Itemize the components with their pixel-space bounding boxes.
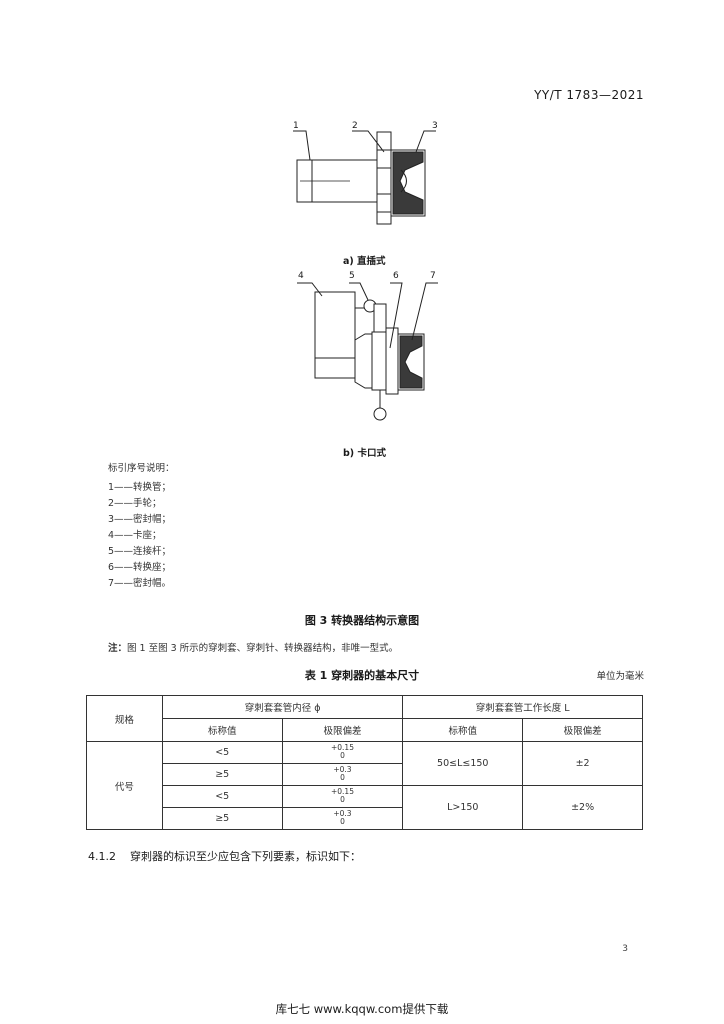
figure-note: 注：图 1 至图 3 所示的穿刺套、穿刺针、转换器结构，非唯一型式。 [108,640,398,654]
legend-item: 4——卡座； [108,530,162,541]
callout-3: 3 [432,121,438,131]
row-label: 代号 [86,741,163,830]
header-diameter-group: 穿刺套套管内径 ϕ [161,695,404,719]
figure-title: 图 3 转换器结构示意图 [304,614,420,627]
header-spec: 规格 [86,695,163,742]
dimensions-table: 规格 穿刺套套管内径 ϕ 穿刺套套管工作长度 L 标称值 极限偏差 标称值 极限… [86,695,643,830]
cell-length-nominal: L>150 [402,785,524,830]
standard-number: YY/T 1783—2021 [534,88,644,102]
legend-item: 6——转换座； [108,562,172,573]
cell-nominal: ≥5 [161,763,283,786]
page-number: 3 [622,944,628,954]
header-length-group: 穿刺套套管工作长度 L [402,695,643,719]
cell-length-tolerance: ±2 [522,741,643,786]
callout-6: 6 [393,271,399,281]
callout-2: 2 [352,121,358,131]
cell-nominal: ≥5 [161,807,283,830]
clause-text: 穿刺器的标识至少应包含下列要素，标识如下： [130,850,361,863]
cell-nominal: <5 [161,785,283,808]
callout-1: 1 [293,121,299,131]
cell-length-tolerance: ±2% [522,785,643,830]
header-nominal: 标称值 [161,718,283,742]
caption-b: b) 卡口式 [343,448,386,459]
legend-title: 标引序号说明： [108,463,175,474]
figure-a-drawing [293,130,436,225]
legend-item: 2——手轮； [108,498,162,509]
cell-nominal: <5 [161,741,283,764]
header-tolerance: 极限偏差 [522,718,643,742]
legend-list: 1——转换管； 2——手轮； 3——密封帽； 4——卡座； 5——连接杆； 6—… [108,480,171,592]
legend-item: 3——密封帽； [108,514,172,525]
table-unit: 单位为毫米 [596,671,644,682]
header-nominal: 标称值 [402,718,524,742]
clause-4-1-2: 4.1.2 穿刺器的标识至少应包含下列要素，标识如下： [88,848,361,864]
legend-item: 5——连接杆； [108,546,172,557]
table-subheader-row: 标称值 极限偏差 标称值 极限偏差 [87,718,643,742]
caption-a: a) 直插式 [343,256,386,267]
legend-item: 1——转换管； [108,482,172,493]
note-text: 图 1 至图 3 所示的穿刺套、穿刺针、转换器结构，非唯一型式。 [127,643,399,654]
callout-7: 7 [430,271,436,281]
cell-length-nominal: 50≤L≤150 [402,741,524,786]
download-footer: 库七七 www.kqqw.com提供下载 [275,1002,449,1016]
table-header-row: 规格 穿刺套套管内径 ϕ 穿刺套套管工作长度 L [86,695,643,742]
table-title: 表 1 穿刺器的基本尺寸 [304,669,420,682]
callout-5: 5 [349,271,355,281]
clause-number: 4.1.2 [88,850,116,863]
figure-b-drawing [297,282,438,421]
note-label: 注： [108,643,128,654]
legend-item: 7——密封帽。 [108,578,172,589]
header-tolerance: 极限偏差 [281,718,404,742]
callout-4: 4 [298,271,304,281]
